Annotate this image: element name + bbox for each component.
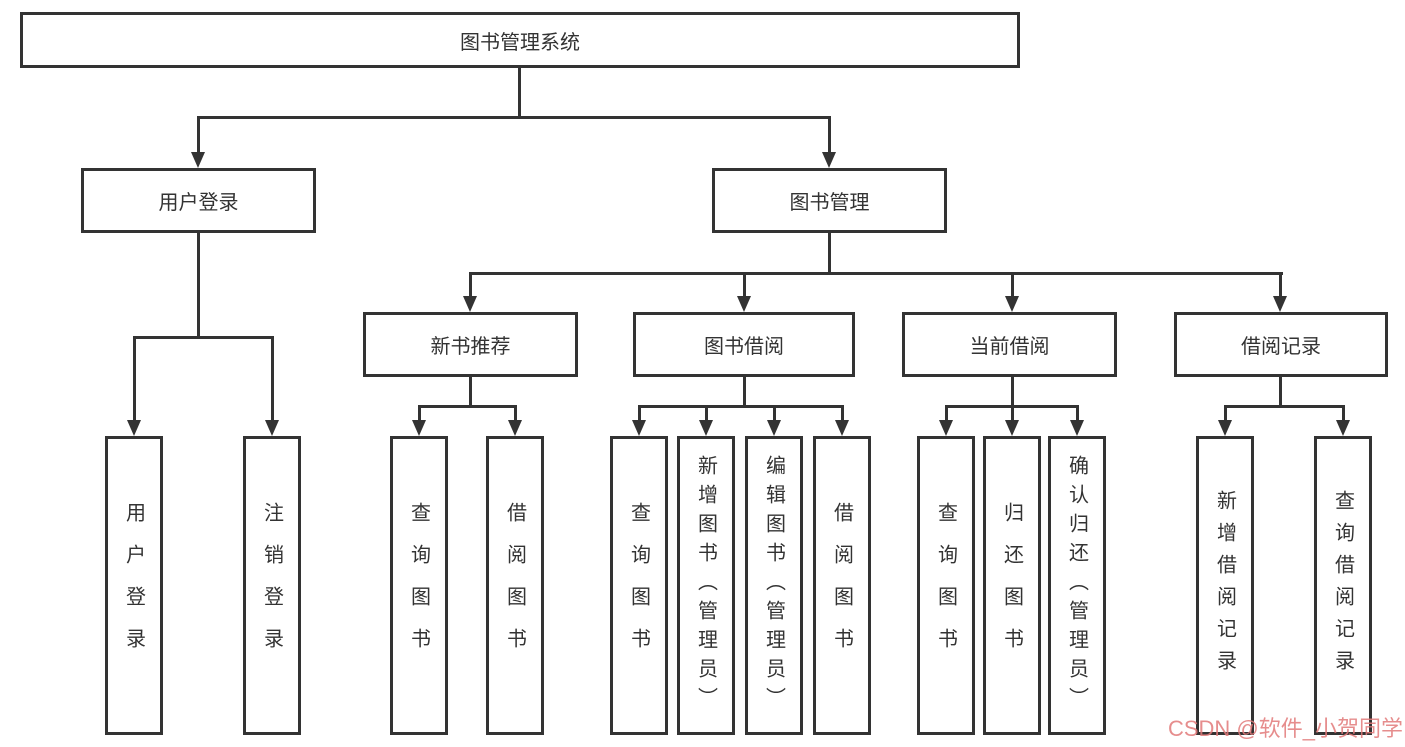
connector-line <box>773 405 776 423</box>
connector-line <box>743 377 746 408</box>
connector-line <box>1011 405 1014 423</box>
arrow-down-icon <box>1005 296 1019 312</box>
arrow-down-icon <box>835 420 849 436</box>
node-book-borrow: 图书借阅 <box>633 312 855 377</box>
connector-line <box>133 336 136 424</box>
node-label: 注销登录 <box>260 501 283 670</box>
connector-line <box>705 405 708 423</box>
connector-line <box>638 405 641 423</box>
connector-line <box>469 272 1283 275</box>
node-label: 借阅记录 <box>1241 336 1321 358</box>
leaf-add-borrow-record: 新增借阅记录 <box>1196 436 1254 735</box>
node-label: 借阅图书 <box>503 501 526 670</box>
node-new-book-recommend: 新书推荐 <box>363 312 578 377</box>
node-label: 当前借阅 <box>969 336 1050 358</box>
node-label: 新书推荐 <box>430 336 511 358</box>
arrow-down-icon <box>463 296 477 312</box>
connector-line <box>469 377 472 408</box>
arrow-down-icon <box>1273 296 1287 312</box>
arrow-down-icon <box>767 420 781 436</box>
connector-line <box>1342 405 1345 423</box>
connector-line <box>514 405 517 423</box>
arrow-down-icon <box>737 296 751 312</box>
node-book-management: 图书管理 <box>712 168 947 233</box>
leaf-query-book-borrow: 查询图书 <box>610 436 668 735</box>
connector-line <box>469 272 472 300</box>
leaf-borrow-book: 借阅图书 <box>813 436 871 735</box>
connector-line <box>1224 405 1227 423</box>
connector-line <box>197 116 831 119</box>
arrow-down-icon <box>127 420 141 436</box>
connector-line <box>518 68 521 118</box>
connector-line <box>1279 377 1282 408</box>
connector-line <box>197 116 200 156</box>
node-label: 查询借阅记录 <box>1331 489 1354 682</box>
connector-line <box>271 336 274 424</box>
connector-line <box>418 405 517 408</box>
arrow-down-icon <box>822 152 836 168</box>
watermark: CSDN @软件_小贺同学 <box>1167 716 1403 741</box>
leaf-query-borrow-record: 查询借阅记录 <box>1314 436 1372 735</box>
arrow-down-icon <box>1336 420 1350 436</box>
node-label: 图书管理 <box>789 192 870 214</box>
node-label: 借阅图书 <box>830 501 853 670</box>
arrow-down-icon <box>1218 420 1232 436</box>
node-label: 编辑图书（管理员） <box>762 455 785 716</box>
node-label: 用户登录 <box>158 192 239 214</box>
connector-line <box>1011 272 1014 300</box>
node-root-system: 图书管理系统 <box>20 12 1020 68</box>
node-borrow-records: 借阅记录 <box>1174 312 1388 377</box>
connector-line <box>1279 272 1282 300</box>
connector-line <box>1076 405 1079 423</box>
arrow-down-icon <box>1005 420 1019 436</box>
connector-line <box>945 405 948 423</box>
node-user-login: 用户登录 <box>81 168 316 233</box>
arrow-down-icon <box>412 420 426 436</box>
node-label: 用户登录 <box>122 501 145 670</box>
arrow-down-icon <box>939 420 953 436</box>
arrow-down-icon <box>265 420 279 436</box>
node-label: 归还图书 <box>1000 501 1023 670</box>
node-label: 查询图书 <box>934 501 957 670</box>
connector-line <box>743 272 746 300</box>
leaf-borrow-book-recommend: 借阅图书 <box>486 436 544 735</box>
connector-line <box>197 233 200 339</box>
connector-line <box>418 405 421 423</box>
node-label: 图书管理系统 <box>460 31 580 54</box>
arrow-down-icon <box>699 420 713 436</box>
leaf-confirm-return-admin: 确认归还（管理员） <box>1048 436 1106 735</box>
node-label: 新增借阅记录 <box>1213 489 1236 682</box>
connector-line <box>638 405 844 408</box>
leaf-query-book-current: 查询图书 <box>917 436 975 735</box>
node-label: 查询图书 <box>627 501 650 670</box>
arrow-down-icon <box>1070 420 1084 436</box>
node-label: 新增图书（管理员） <box>694 455 717 716</box>
leaf-return-book: 归还图书 <box>983 436 1041 735</box>
arrow-down-icon <box>191 152 205 168</box>
connector-line <box>841 405 844 423</box>
node-label: 查询图书 <box>407 501 430 670</box>
connector-line <box>1011 377 1014 408</box>
arrow-down-icon <box>632 420 646 436</box>
leaf-logout: 注销登录 <box>243 436 301 735</box>
leaf-add-book-admin: 新增图书（管理员） <box>677 436 735 735</box>
node-current-borrow: 当前借阅 <box>902 312 1117 377</box>
connector-line <box>1224 405 1345 408</box>
node-label: 图书借阅 <box>704 336 784 358</box>
connector-line <box>828 116 831 156</box>
leaf-query-book-recommend: 查询图书 <box>390 436 448 735</box>
leaf-user-login: 用户登录 <box>105 436 163 735</box>
connector-line <box>133 336 274 339</box>
arrow-down-icon <box>508 420 522 436</box>
node-label: 确认归还（管理员） <box>1065 455 1088 716</box>
leaf-edit-book-admin: 编辑图书（管理员） <box>745 436 803 735</box>
connector-line <box>828 233 831 275</box>
